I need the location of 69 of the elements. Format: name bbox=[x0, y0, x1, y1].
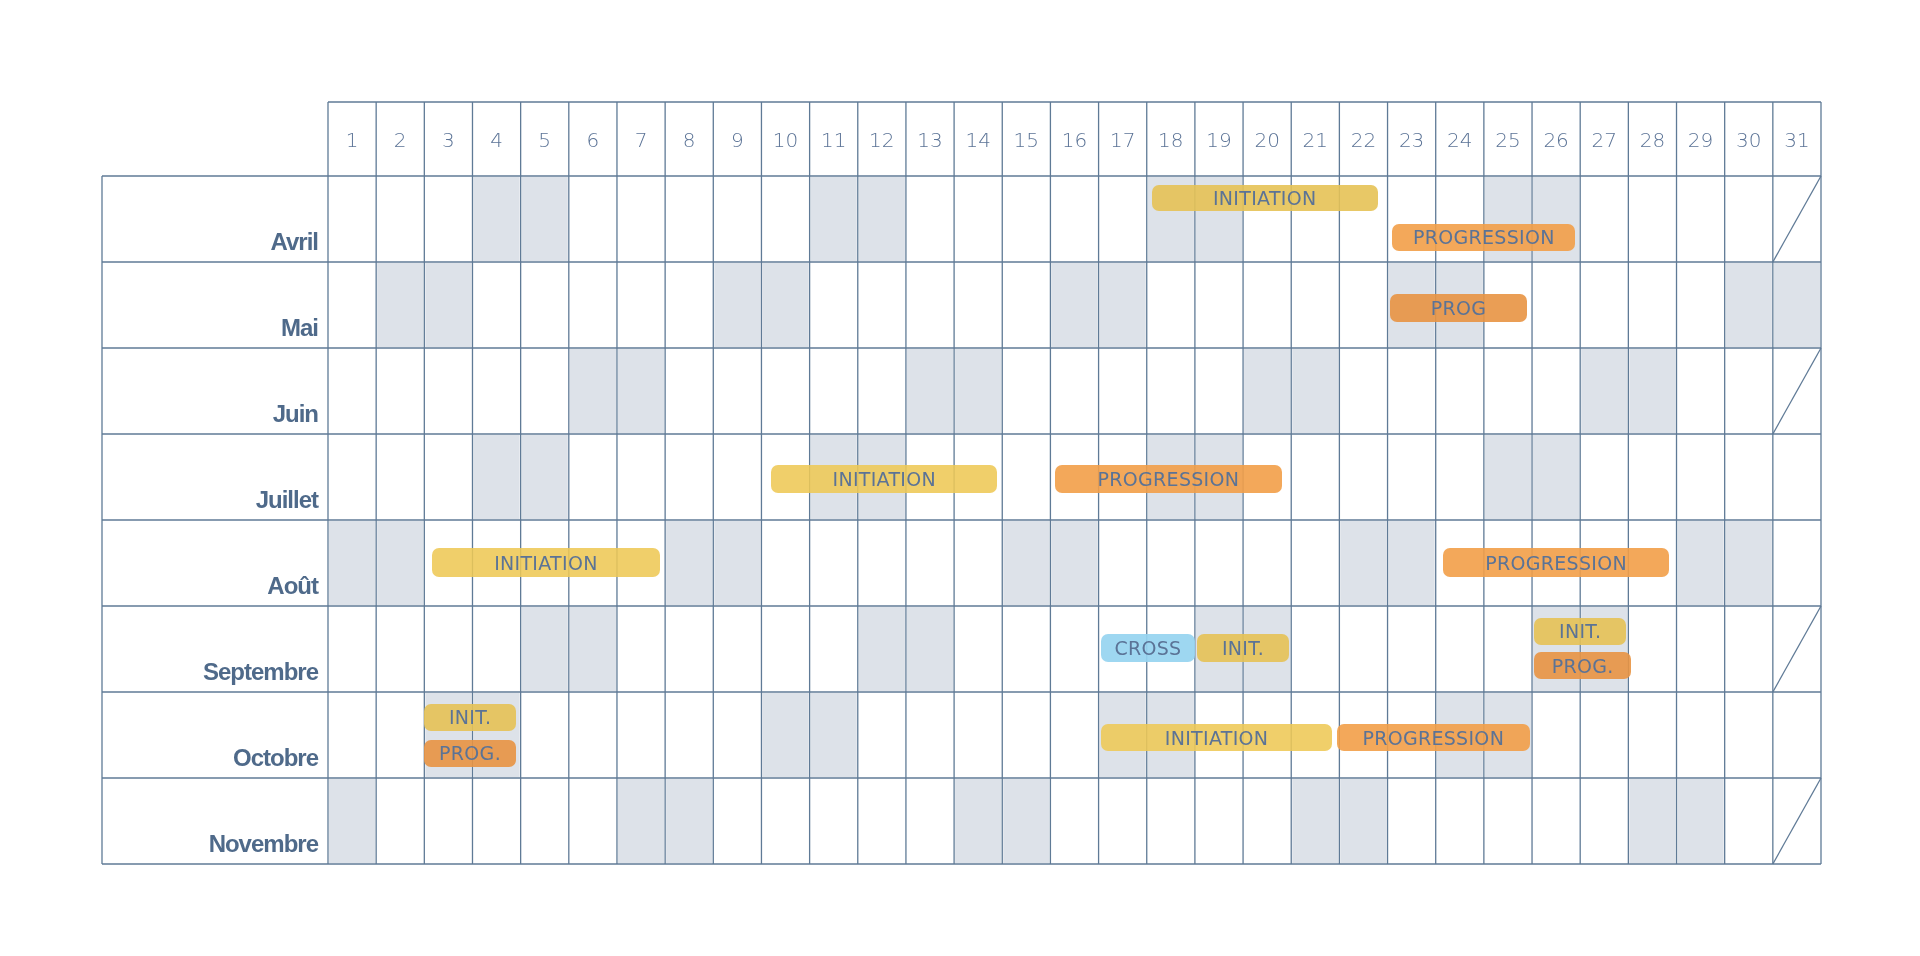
event-bar bbox=[431, 548, 661, 577]
day-number: 22 bbox=[1349, 128, 1378, 152]
day-number: 12 bbox=[868, 128, 896, 152]
day-number: 8 bbox=[681, 128, 697, 152]
day-number: 4 bbox=[489, 128, 504, 152]
event-bar bbox=[424, 740, 516, 767]
event-bar bbox=[1151, 184, 1378, 212]
event-label: INITIATION bbox=[494, 551, 598, 574]
day-number: 24 bbox=[1446, 128, 1474, 152]
day-number: 23 bbox=[1397, 128, 1426, 152]
event-label: PROG. bbox=[1551, 654, 1614, 677]
day-number: 21 bbox=[1301, 128, 1329, 152]
day-number: 1 bbox=[344, 128, 360, 152]
event-bar bbox=[1197, 633, 1289, 662]
event-label: PROGRESSION bbox=[1413, 226, 1555, 249]
day-number: 17 bbox=[1108, 128, 1137, 152]
month-label: Septembre bbox=[202, 658, 318, 686]
day-number: 19 bbox=[1205, 128, 1233, 152]
day-number: 10 bbox=[771, 128, 800, 152]
event-label: INIT. bbox=[448, 706, 492, 729]
day-number: 14 bbox=[964, 128, 992, 152]
month-label: Octobre bbox=[233, 744, 318, 772]
event-label: PROGRESSION bbox=[1362, 726, 1505, 749]
event-bar bbox=[1389, 293, 1528, 323]
event-bar bbox=[771, 464, 998, 494]
event-bar bbox=[1392, 224, 1576, 251]
event-bar bbox=[1055, 464, 1282, 494]
month-label: Novembre bbox=[208, 830, 318, 858]
event-bar bbox=[424, 704, 516, 731]
day-number: 7 bbox=[633, 128, 649, 152]
event-label: PROG. bbox=[439, 742, 501, 765]
day-number: 5 bbox=[537, 128, 553, 152]
day-number: 25 bbox=[1494, 128, 1522, 152]
event-label: INIT. bbox=[1559, 620, 1602, 643]
day-number: 15 bbox=[1012, 128, 1041, 152]
day-number: 16 bbox=[1060, 128, 1089, 152]
month-label: Juin bbox=[272, 400, 318, 428]
event-bar bbox=[1442, 548, 1670, 577]
day-number: 18 bbox=[1157, 128, 1185, 152]
day-number: 26 bbox=[1542, 128, 1570, 152]
event-label: PROGRESSION bbox=[1097, 468, 1240, 491]
event-bar bbox=[1534, 618, 1626, 645]
day-number: 28 bbox=[1638, 128, 1667, 152]
day-number: 27 bbox=[1590, 128, 1618, 152]
day-number: 30 bbox=[1735, 128, 1763, 152]
event-bar bbox=[1336, 723, 1530, 752]
event-label: INITIATION bbox=[1164, 726, 1269, 749]
day-number: 11 bbox=[819, 128, 848, 152]
event-label: INIT. bbox=[1221, 636, 1265, 659]
day-number: 29 bbox=[1686, 128, 1715, 152]
event-bar bbox=[1101, 633, 1195, 662]
day-number: 3 bbox=[441, 128, 456, 152]
day-number: 13 bbox=[916, 128, 944, 152]
day-number: 6 bbox=[585, 128, 601, 152]
day-number: 31 bbox=[1783, 128, 1811, 152]
event-label: INITIATION bbox=[832, 468, 936, 491]
event-label: PROG bbox=[1430, 297, 1487, 319]
month-label: Mai bbox=[281, 314, 318, 342]
month-label: Avril bbox=[270, 228, 318, 256]
day-number: 20 bbox=[1253, 128, 1281, 152]
event-label: INITIATION bbox=[1212, 186, 1317, 209]
day-number: 9 bbox=[730, 128, 745, 152]
event-bar bbox=[1101, 723, 1333, 752]
event-label: PROGRESSION bbox=[1485, 551, 1627, 574]
event-bar bbox=[1534, 652, 1631, 680]
event-label: CROSS bbox=[1114, 636, 1182, 659]
month-label: Juillet bbox=[255, 486, 318, 514]
month-label: Août bbox=[267, 572, 318, 600]
day-number: 2 bbox=[392, 128, 408, 152]
